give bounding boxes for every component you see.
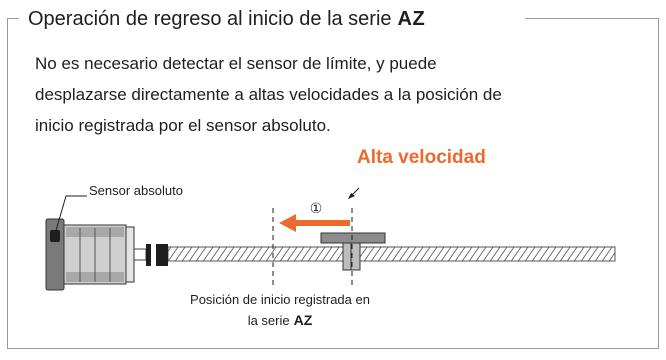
panel-frame xyxy=(7,18,659,349)
absolute-sensor-marker xyxy=(50,230,60,242)
panel-heading: Operación de regreso al inicio de la ser… xyxy=(28,6,432,32)
sensor-leader-line xyxy=(54,195,87,235)
description: No es necesario detectar el sensor de lí… xyxy=(35,48,635,141)
description-line-3: inicio registrada por el sensor absoluto… xyxy=(35,116,331,135)
caption-line-2-text: la serie xyxy=(247,313,290,328)
motor-body xyxy=(45,218,135,291)
home-position-caption: Posición de inicio registrada en la seri… xyxy=(170,289,390,331)
heading-series-name: AZ xyxy=(397,8,426,30)
panel-frame-top-left xyxy=(7,18,19,19)
heading-text: Operación de regreso al inicio de la ser… xyxy=(28,8,392,30)
panel-frame-top-right xyxy=(525,18,658,19)
ball-screw-shaft xyxy=(167,246,616,262)
caption-series-name: AZ xyxy=(293,312,313,328)
description-line-2: desplazarse directamente a altas velocid… xyxy=(35,85,502,104)
speed-label: Alta velocidad xyxy=(357,147,486,168)
caption-line-1: Posición de inicio registrada en xyxy=(190,292,370,307)
sensor-label: Sensor absoluto xyxy=(89,183,183,198)
coupling xyxy=(133,244,168,266)
description-line-1: No es necesario detectar el sensor de lí… xyxy=(35,54,437,73)
step-marker: ① xyxy=(310,201,323,217)
high-speed-arrow xyxy=(279,214,350,232)
